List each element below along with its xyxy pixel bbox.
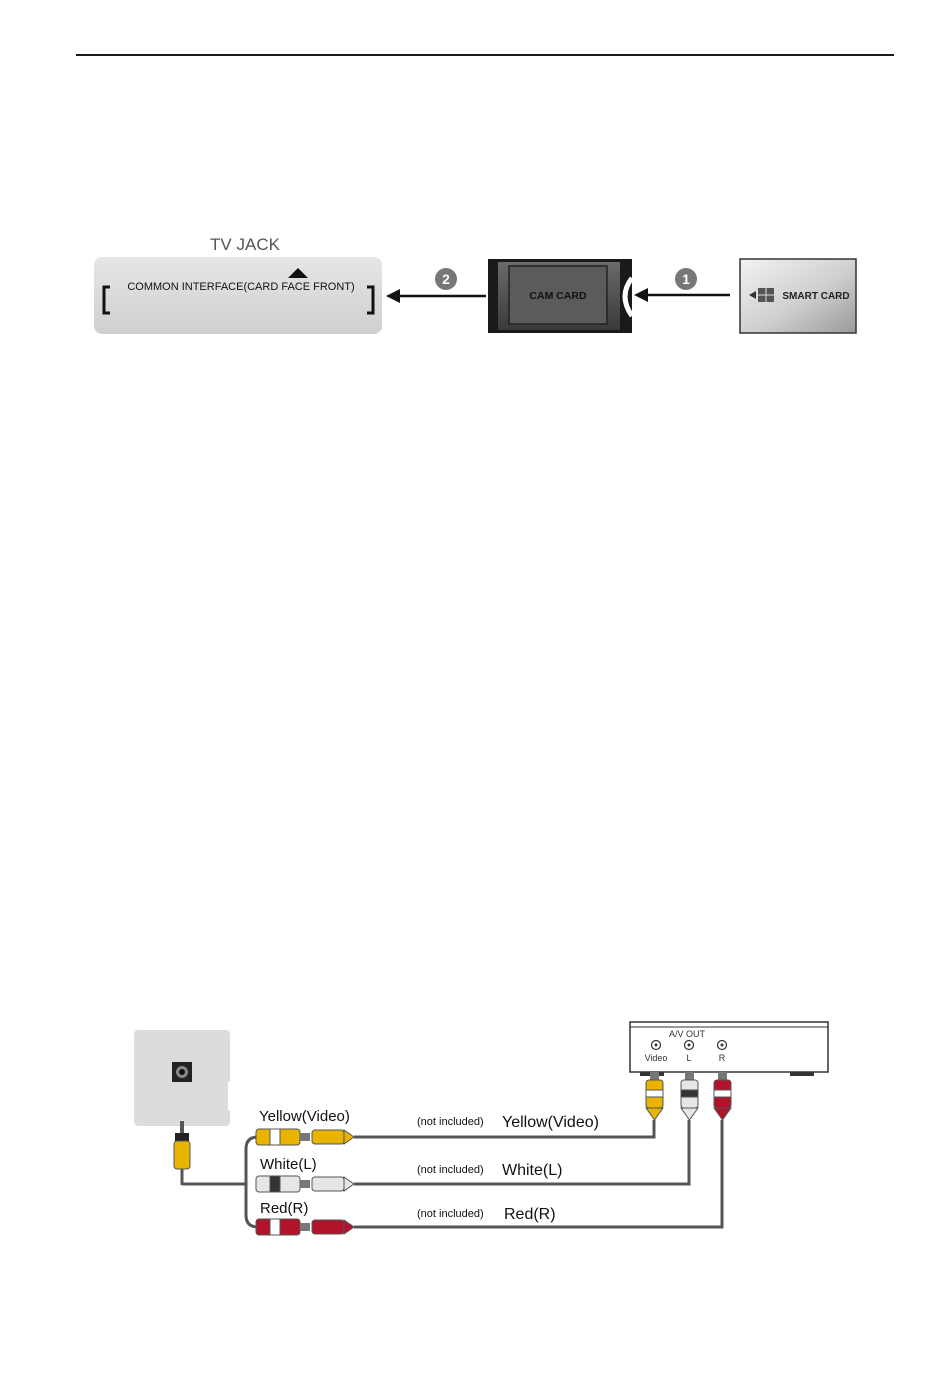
smart-card-label: SMART CARD bbox=[782, 291, 849, 302]
insert-arrow-2: 2 bbox=[386, 268, 486, 303]
smart-card: SMART CARD bbox=[740, 259, 856, 333]
av-out-label: A/V OUT bbox=[669, 1029, 706, 1039]
cable-white-right-label: White(L) bbox=[502, 1162, 562, 1179]
external-av-device: A/V OUT Video L R bbox=[630, 1022, 828, 1076]
chip-icon bbox=[758, 288, 774, 302]
cam-card: CAM CARD bbox=[488, 259, 632, 333]
video-port-label: Video bbox=[645, 1053, 668, 1063]
right-port-label: R bbox=[719, 1053, 726, 1063]
insert-arrow-1: 1 bbox=[634, 268, 730, 302]
step-2-number: 2 bbox=[442, 271, 450, 287]
cable-white-left-label: White(L) bbox=[260, 1156, 317, 1173]
step-1-number: 1 bbox=[682, 271, 690, 287]
common-interface-label: COMMON INTERFACE(CARD FACE FRONT) bbox=[127, 281, 354, 293]
tv-av-panel bbox=[134, 1030, 234, 1126]
cam-card-label: CAM CARD bbox=[529, 290, 587, 302]
tv-jack-panel: COMMON INTERFACE(CARD FACE FRONT) bbox=[94, 257, 382, 334]
device-plug-white bbox=[681, 1072, 698, 1120]
arrow-left-icon bbox=[386, 289, 400, 303]
cable-yellow-left-label: Yellow(Video) bbox=[259, 1108, 350, 1125]
device-plug-red bbox=[714, 1072, 731, 1120]
tv-jack-title: TV JACK bbox=[210, 235, 281, 254]
cable-red-left-label: Red(R) bbox=[260, 1200, 308, 1217]
tv-minijack-plug bbox=[174, 1121, 190, 1185]
cable-yellow: Yellow(Video) (not included) Yellow(Vide… bbox=[256, 1108, 654, 1145]
left-port-label: L bbox=[686, 1053, 691, 1063]
cable-red-note: (not included) bbox=[417, 1208, 484, 1220]
arrow-left-icon bbox=[634, 288, 648, 302]
cable-red-right-label: Red(R) bbox=[504, 1206, 556, 1223]
device-plug-yellow bbox=[646, 1072, 663, 1120]
cable-white-note: (not included) bbox=[417, 1164, 484, 1176]
cable-yellow-right-label: Yellow(Video) bbox=[502, 1114, 599, 1131]
cable-yellow-note: (not included) bbox=[417, 1116, 484, 1128]
